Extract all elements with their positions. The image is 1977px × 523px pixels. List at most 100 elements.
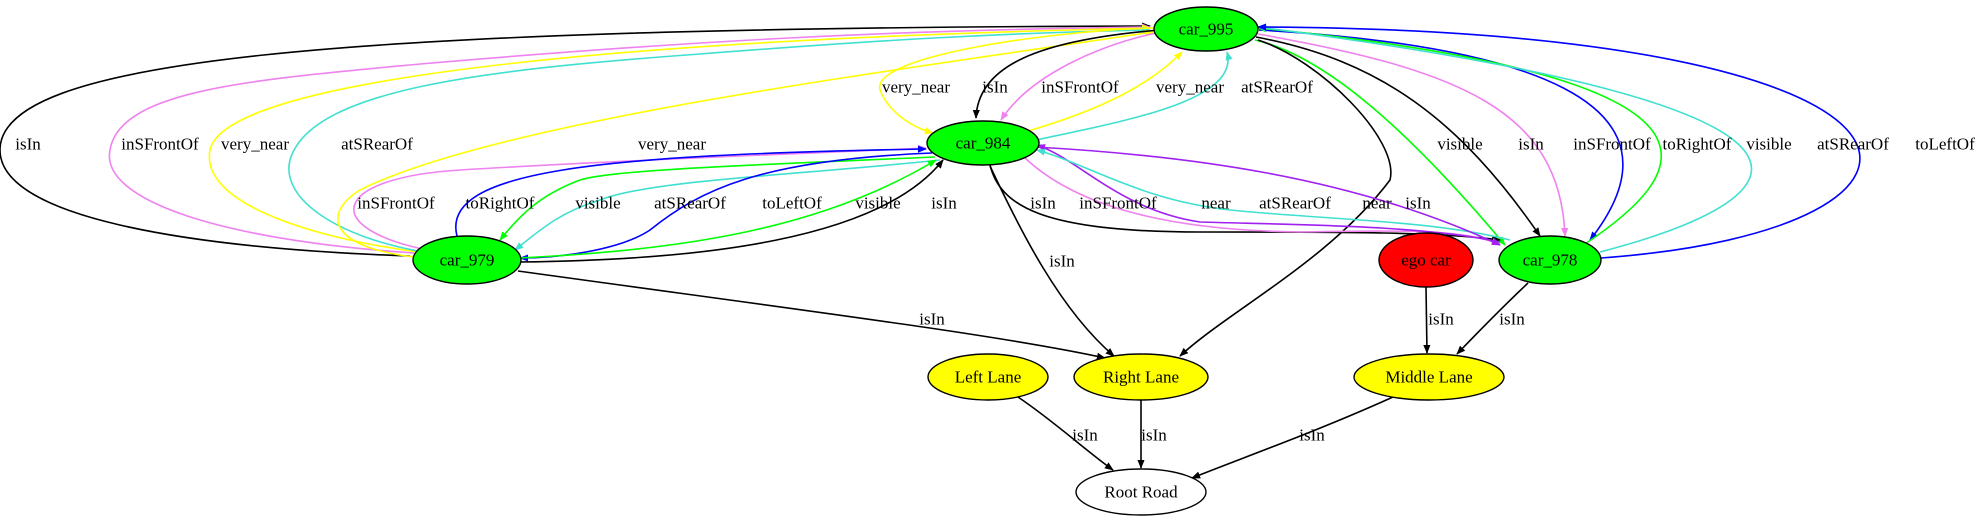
edge-label: very_near [221, 135, 289, 154]
edge-label-layer: isIn inSFrontOf very_near atSRearOf very_nea… [15, 78, 1975, 445]
edge-car_984-to-car_979-atSRearOf [514, 159, 941, 251]
edge-car_984-to-car_995-very_near [1027, 51, 1183, 132]
edge-label: very_near [1156, 78, 1224, 97]
node-label: car_979 [440, 251, 495, 270]
node-middle-lane: Middle Lane [1353, 353, 1505, 401]
edge-car_979-to-car_984-visible [518, 159, 937, 259]
edge-label: isIn [1030, 194, 1056, 213]
edge-car_978-to-car_995-atSRearOf [1257, 24, 1753, 253]
edge-car_979-to-car_995-isIn [0, 22, 1151, 257]
edge-label: inSFrontOf [1079, 194, 1157, 213]
edge-car_978-to-car_995-toLeftOf [1257, 23, 1861, 259]
edge-car_979-to-car_995-atSRearOf [288, 26, 1151, 253]
edge-label: very_near [882, 78, 950, 97]
edge-label: atSRearOf [654, 194, 726, 213]
edge-label: isIn [15, 135, 41, 154]
node-shape [926, 120, 1040, 166]
node-right-lane: Right Lane [1073, 353, 1209, 401]
edge-car_978-to-middle_lane-isIn [1456, 282, 1529, 355]
edge-label: inSFrontOf [1573, 135, 1651, 154]
edge-left_lane-to-root_road-isIn [1017, 396, 1114, 471]
edge-car_978-to-car_984-atSRearOf [1036, 148, 1511, 241]
edge-label: isIn [1049, 252, 1075, 271]
edge-label: toLeftOf [762, 194, 822, 213]
edge-label: isIn [1072, 426, 1098, 445]
edge-car_995-to-right_lane [1179, 39, 1392, 357]
edge-label: atSRearOf [1241, 78, 1313, 97]
node-label: Middle Lane [1385, 368, 1472, 387]
node-label: car_984 [956, 134, 1011, 153]
edge-car_984-to-right_lane-isIn [989, 165, 1115, 357]
edge-label: visible [575, 194, 620, 213]
edge-label: near [1362, 194, 1392, 213]
node-layer: car_995 car_984 car_979 car_978 ego carLeft … [412, 6, 1602, 516]
edge-car_995-to-car_978-isIn [1255, 36, 1541, 237]
edge-layer [0, 22, 1861, 479]
edge-label: atSRearOf [1817, 135, 1889, 154]
edge-label: atSRearOf [1259, 194, 1331, 213]
node-label: Right Lane [1103, 368, 1179, 387]
edge-car_984-to-car_995-atSRearOf [1035, 51, 1233, 141]
edge-ego_car-to-middle_lane-isIn [1423, 286, 1431, 354]
node-shape [1498, 235, 1602, 285]
edge-label: inSFrontOf [121, 135, 199, 154]
node-root-road: Root Road [1075, 468, 1207, 516]
edge-car_979-to-right_lane-isIn [517, 270, 1106, 360]
edge-label: near [1201, 194, 1231, 213]
node-shape [1073, 353, 1209, 401]
edge-label: isIn [931, 194, 957, 213]
edge-label: toRightOf [466, 194, 535, 213]
edge-label: isIn [982, 78, 1008, 97]
edge-car_995-to-car_984-very_near [879, 27, 1157, 135]
edge-label: toLeftOf [1915, 135, 1975, 154]
node-car-995: car_995 [1153, 6, 1259, 52]
edge-car_995-to-car_978-visible [1254, 39, 1506, 246]
edge-car_979-to-car_995-very_near [208, 24, 1151, 253]
node-shape [412, 235, 522, 285]
edge-car_979-to-car_984-isIn [519, 159, 944, 263]
edge-car_995-to-car_978-inSFrontOf [1257, 33, 1569, 237]
edge-label: very_near [638, 135, 706, 154]
edge-label: visible [855, 194, 900, 213]
edge-label: atSRearOf [341, 135, 413, 154]
edge-car_995-to-car_984-isIn [972, 29, 1161, 119]
node-label: Root Road [1104, 483, 1178, 502]
edge-car_995-to-car_984-inSFrontOf [1000, 32, 1157, 121]
edge-label: inSFrontOf [1041, 78, 1119, 97]
edge-label: visible [1746, 135, 1791, 154]
edge-middle_lane-to-root_road-isIn [1191, 396, 1394, 479]
edge-label: inSFrontOf [357, 194, 435, 213]
edge-label: isIn [1428, 310, 1454, 329]
edge-car_978-to-car_984-near [1036, 144, 1501, 243]
edge-label: isIn [1499, 310, 1525, 329]
node-car-984: car_984 [926, 120, 1040, 166]
edge-car_979-to-car_995-inSFrontOf [108, 23, 1151, 254]
node-label: ego car [1401, 251, 1451, 270]
node-shape [1153, 6, 1259, 52]
node-label: car_978 [1523, 251, 1578, 270]
node-ego-car: ego car [1378, 232, 1474, 288]
edge-car_979-to-car_995-very_near [337, 29, 1154, 259]
edge-car_979-to-car_984-inSFrontOf [353, 144, 927, 251]
edge-label: isIn [1299, 426, 1325, 445]
node-shape [1075, 468, 1207, 516]
edge-car_984-to-car_979-visible [499, 156, 936, 241]
node-car-979: car_979 [412, 235, 522, 285]
node-shape [1353, 353, 1505, 401]
edge-label: visible [1437, 135, 1482, 154]
edge-label: toRightOf [1663, 135, 1732, 154]
edge-label: isIn [1518, 135, 1544, 154]
edge-car_978-to-car_995-visible [1257, 25, 1663, 245]
edge-label: isIn [1405, 194, 1431, 213]
edge-label: isIn [919, 310, 945, 329]
edge-car_984-to-car_978-near [1034, 146, 1501, 246]
node-label: Left Lane [955, 368, 1022, 387]
node-label: car_995 [1179, 20, 1234, 39]
node-car-978: car_978 [1498, 235, 1602, 285]
edge-car_979-to-car_984-toRightOf [454, 145, 927, 237]
edge-car_995-to-car_978-toRightOf [1258, 29, 1624, 241]
node-left-lane: Left Lane [927, 353, 1049, 401]
node-shape [927, 353, 1049, 401]
edge-label: isIn [1141, 426, 1167, 445]
